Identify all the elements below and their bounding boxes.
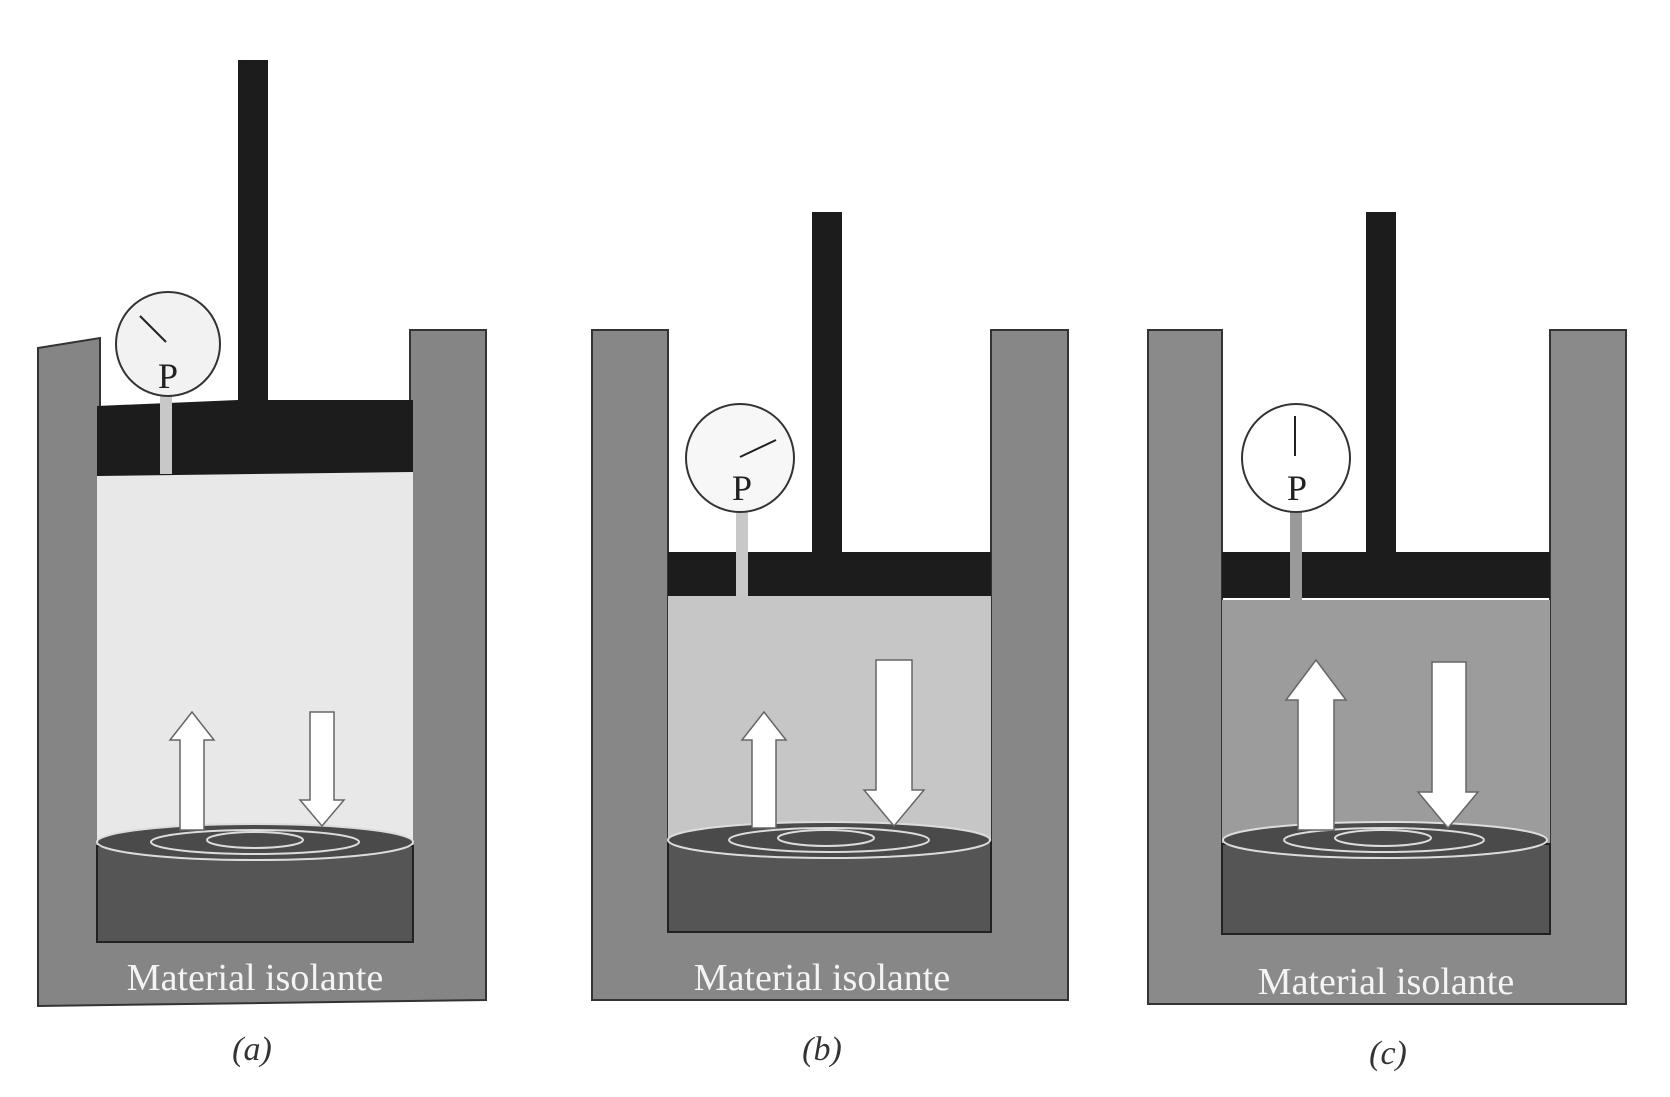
gauge-stem — [736, 510, 748, 596]
reservoir-top — [667, 821, 991, 859]
piston — [1222, 212, 1550, 598]
gauge-stem — [1290, 510, 1302, 600]
pressure-gauge — [1241, 403, 1351, 513]
gauge-letter: P — [732, 468, 752, 508]
panel-caption: (a) — [232, 1031, 272, 1068]
ring-inner — [777, 829, 875, 847]
ring-inner — [1334, 829, 1432, 847]
heat-reservoir — [1221, 843, 1551, 935]
panel-c: P Material isolante (c) — [1147, 212, 1627, 1072]
piston — [97, 60, 413, 476]
reservoir-top — [1222, 821, 1548, 859]
arrow-down — [298, 711, 346, 828]
ring-outer — [728, 827, 930, 853]
gauge-needle — [739, 439, 777, 458]
heat-reservoir — [96, 845, 414, 943]
insulation-wall — [591, 329, 1069, 1001]
gas-region — [97, 470, 413, 850]
gauge-letter: P — [158, 356, 178, 396]
panel-caption: (c) — [1369, 1035, 1407, 1072]
panel-caption: (b) — [802, 1031, 842, 1068]
insulation-label: Material isolante — [127, 957, 383, 999]
panel-a: P Material isolante (a) — [37, 60, 487, 1068]
gas-region — [1222, 600, 1550, 860]
insulation-label: Material isolante — [694, 957, 950, 999]
gauge-stem — [160, 390, 172, 474]
panel-b: P Material isolante (b) — [591, 212, 1069, 1068]
gas-region — [668, 596, 991, 856]
ring-outer — [1283, 827, 1485, 853]
reservoir-top — [96, 823, 414, 861]
piston-rod-cap — [238, 60, 268, 70]
gauge-letter: P — [1287, 468, 1307, 508]
arrow-up — [1284, 658, 1348, 831]
ring-outer — [150, 829, 360, 855]
arrow-down — [1416, 661, 1480, 830]
insulation-label: Material isolante — [1258, 961, 1514, 1003]
piston — [668, 212, 991, 596]
arrow-up — [740, 710, 788, 829]
ring-inner — [206, 831, 304, 849]
pressure-gauge — [685, 403, 795, 513]
insulation-wall — [1147, 329, 1627, 1005]
arrow-up — [168, 710, 216, 831]
arrow-down — [862, 659, 926, 828]
gauge-needle — [139, 315, 167, 343]
